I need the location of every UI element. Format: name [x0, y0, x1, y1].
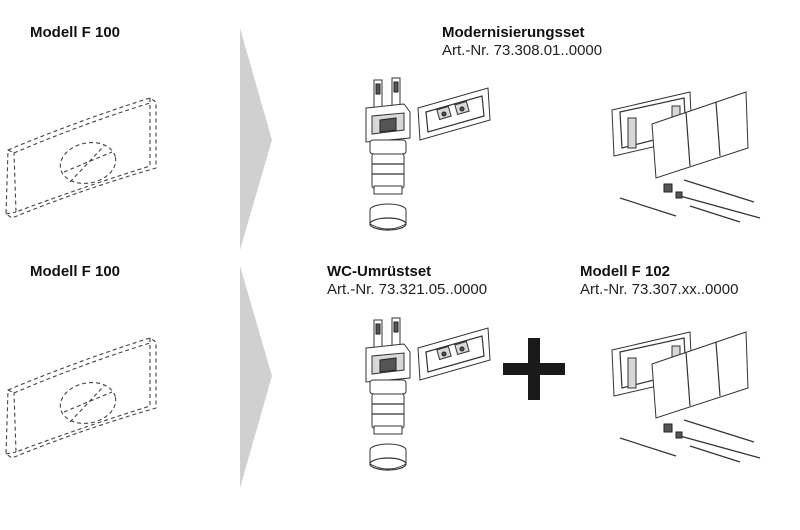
- flush-plate-dashed-icon: [5, 97, 157, 219]
- row1-valve: [365, 77, 411, 231]
- flush-plate-dashed-icon: [5, 337, 157, 459]
- mounting-bracket-icon: [417, 327, 491, 381]
- row1-target1-label: Modernisierungsset Art.-Nr. 73.308.01..0…: [442, 24, 602, 60]
- row1-source-title: Modell F 100: [30, 24, 121, 41]
- row2-plate-kit: [611, 331, 761, 463]
- row2-target2-label: Modell F 102 Art.-Nr. 73.307.xx..0000: [580, 263, 738, 299]
- flush-valve-icon: [365, 317, 411, 471]
- row2-target2-art: Art.-Nr. 73.307.xx..0000: [580, 281, 739, 298]
- row2-source-label: Modell F 100: [30, 263, 120, 281]
- plus-icon: [503, 338, 565, 400]
- flush-valve-icon: [365, 77, 411, 231]
- row2-bracket: [417, 327, 491, 381]
- flush-plate-kit-icon: [611, 91, 761, 223]
- row1-target1-title: Modernisierungsset: [442, 24, 585, 41]
- chevron-arrow-icon: [240, 266, 272, 488]
- row1-source-label: Modell F 100: [30, 24, 120, 42]
- row1-old-cover: [5, 97, 157, 219]
- row2-target1-title: WC-Umrüstset: [327, 263, 432, 280]
- flush-plate-kit-icon: [611, 331, 761, 463]
- chevron-arrow-icon: [240, 28, 272, 250]
- row1-bracket: [417, 87, 491, 141]
- row2-target1-art: Art.-Nr. 73.321.05..0000: [327, 281, 488, 298]
- row2-valve: [365, 317, 411, 471]
- row2-target2-title: Modell F 102: [580, 263, 671, 280]
- row2-source-title: Modell F 100: [30, 263, 121, 280]
- mounting-bracket-icon: [417, 87, 491, 141]
- row1-target1-art: Art.-Nr. 73.308.01..0000: [442, 42, 603, 59]
- row2-old-cover: [5, 337, 157, 459]
- row1-plate-kit: [611, 91, 761, 223]
- row2-target1-label: WC-Umrüstset Art.-Nr. 73.321.05..0000: [327, 263, 487, 299]
